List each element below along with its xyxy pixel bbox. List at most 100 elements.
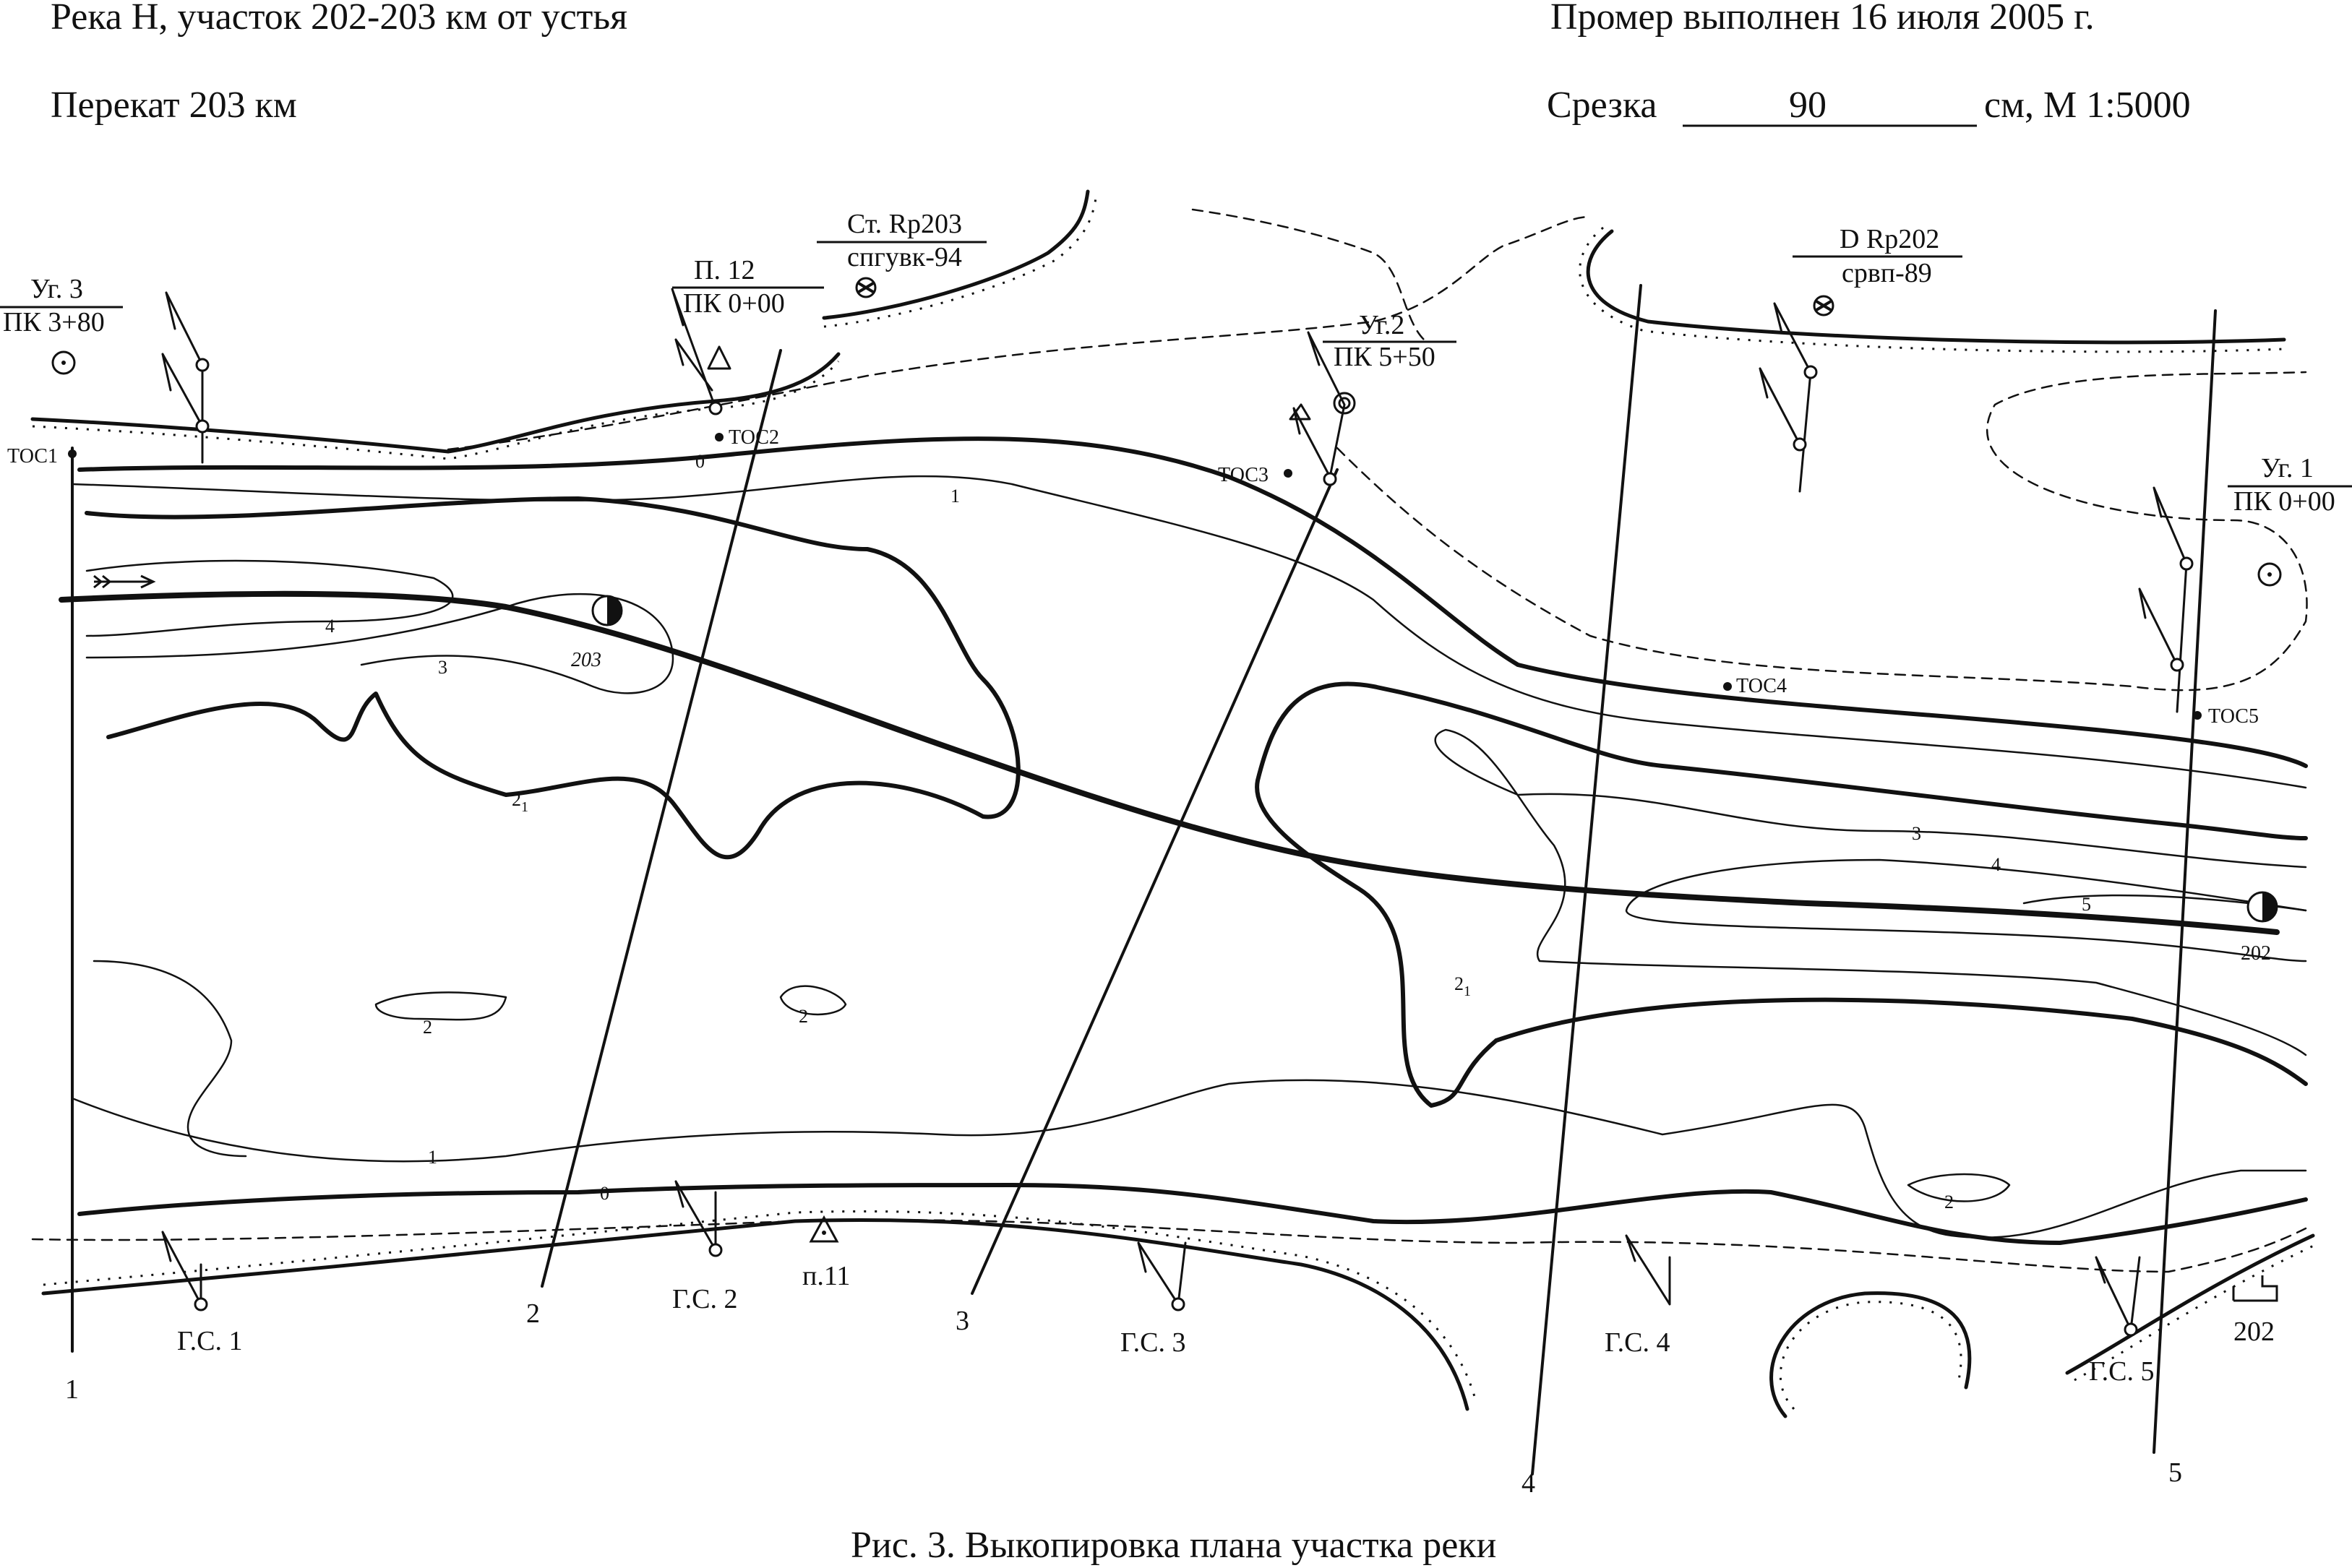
angle-point-1-bottom: ПК 0+00 [2233,486,2335,517]
toc-points: ТОС1 ТОС2 ТОС3 ТОС4 ТОС5 [7,426,2259,728]
point-11-label: п.11 [802,1261,850,1291]
water-edge-bottom [31,1219,2307,1273]
triangulation-icon [809,1215,839,1243]
section-number-1: 1 [65,1374,79,1405]
angle-point-2-top: Уг.2 [1359,310,1404,340]
angle-point-2: Уг.2 ПК 5+50 [1323,310,1456,415]
svg-text:0: 0 [695,451,705,472]
svg-text:5: 5 [2082,894,2091,915]
benchmark-rp203-top: Ст. Rp203 [847,209,962,239]
km-post-icon [2232,1275,2278,1302]
svg-text:21: 21 [1454,973,1471,999]
left-bank-top-bluff [822,189,1098,328]
isobath-0-top [77,436,2308,768]
water-edge-right-lobe [1336,371,2308,692]
isobath-2-spot-2 [779,985,847,1016]
benchmark-rp203-bottom: спгувк-94 [847,242,962,272]
angle-point-12-bottom: ПК 0+00 [683,288,785,319]
angle-point-2-bottom: ПК 5+50 [1334,342,1435,372]
survey-flags-top-right [1759,302,1818,493]
gauge-station-4-label: Г.С. 4 [1605,1327,1670,1358]
isobath-labels: 0 1 4 3 21 2 2 3 4 5 21 1 0 2 [325,451,2091,1212]
svg-text:1: 1 [950,486,960,507]
svg-text:4: 4 [1991,854,2001,875]
km-post-label: 202 [2233,1317,2275,1347]
section-line-2 [541,349,782,1288]
water-edge-top-small [1191,208,1425,341]
bottom-bank-right-bay [1769,1291,1972,1418]
benchmark-rp203: Ст. Rp203 спгувк-94 [817,209,987,298]
isobath-2-left-lower [93,960,247,1158]
header-cut-suffix: см, М 1:5000 [1984,85,2191,126]
header-cut-prefix: Срезка [1547,85,1657,126]
bottom-bank-right [2065,1233,2317,1382]
toc-label-3: ТОС3 [1218,464,1269,486]
isobath-2-spot-3 [1907,1173,2011,1202]
section-number-4: 4 [1521,1468,1535,1499]
svg-text:21: 21 [512,789,528,815]
gauge-station-5-label: Г.С. 5 [2089,1356,2155,1387]
section-line-4 [1531,284,1642,1476]
bottom-bank-left [41,1210,1477,1411]
angle-point-3: Уг. 3 ПК 3+80 [0,274,123,375]
isobath-3-right [1434,728,2307,1056]
section-number-2: 2 [526,1298,540,1329]
gauge-station-1-label: Г.С. 1 [177,1326,243,1356]
svg-text:1: 1 [428,1147,437,1168]
isobath-1-bottom [71,1079,2307,1239]
header-survey-date: Промер выполнен 16 июля 2005 г. [1550,0,2095,38]
svg-text:3: 3 [438,657,447,678]
benchmark-rp202: D Rp202 срвп-89 [1793,224,1962,316]
toc-label-5: ТОС5 [2208,705,2259,728]
right-bank-top [1579,226,2286,353]
svg-text:4: 4 [325,616,335,637]
toc-label-4: ТОС4 [1736,675,1787,697]
benchmark-icon [855,277,877,298]
gauge-station-flags [161,1180,2141,1337]
km-mark-203-label: 203 [571,649,601,671]
km-mark-202-label: 202 [2241,942,2271,965]
km-post-202: 202 [2232,1275,2278,1347]
km-mark-202: 202 [2241,891,2278,965]
survey-flags-top-left [161,288,731,464]
svg-text:0: 0 [600,1183,609,1204]
thalweg-line [59,590,2280,935]
header-cut-line: Срезка 90 см, М 1:5000 [1547,85,2191,127]
figure-caption: Рис. 3. Выкопировка плана участка реки [851,1525,1496,1566]
angle-point-12: П. 12 ПК 0+00 [672,255,824,319]
gauge-station-3-label: Г.С. 3 [1120,1327,1186,1358]
isobath-0-bottom [77,1183,2308,1245]
svg-text:2: 2 [799,1006,808,1027]
km-mark-203: 203 [571,595,623,671]
svg-text:3: 3 [1912,823,1921,844]
isobath-3-left [85,593,674,694]
section-number-5: 5 [2168,1457,2182,1488]
header-riffle: Перекат 203 км [51,85,297,126]
flow-arrow-icon [93,574,156,589]
isobath-4-right [1625,858,2307,962]
angle-point-3-bottom: ПК 3+80 [3,307,105,337]
gauge-station-2-label: Г.С. 2 [672,1284,738,1314]
point-11: п.11 [802,1215,850,1291]
section-line-3 [971,468,1339,1295]
isobath-2-spot-1 [374,991,507,1021]
toc-label-2: ТОС2 [729,426,779,449]
header-cut-value: 90 [1789,85,1827,126]
isobath-2-upper [85,496,1021,860]
benchmark-rp202-bottom: срвп-89 [1842,258,1932,288]
angle-point-12-top: П. 12 [694,255,755,285]
angle-point-1-top: Уг. 1 [2261,453,2314,483]
triangulation-icon [51,350,76,375]
triangulation-icon [2257,562,2282,587]
header-river-section: Река Н, участок 202-203 км от устья [51,0,627,38]
angle-point-1: Уг. 1 ПК 0+00 [2228,453,2352,587]
section-line-5 [2153,309,2217,1454]
angle-point-3-top: Уг. 3 [30,274,83,304]
survey-flags-top-mid [1289,331,1346,486]
left-bank-top [30,352,841,460]
isobath-2-lower-right [1494,997,2308,1086]
svg-text:2: 2 [1944,1192,1954,1212]
section-number-3: 3 [956,1306,969,1336]
svg-text:2: 2 [423,1017,432,1038]
